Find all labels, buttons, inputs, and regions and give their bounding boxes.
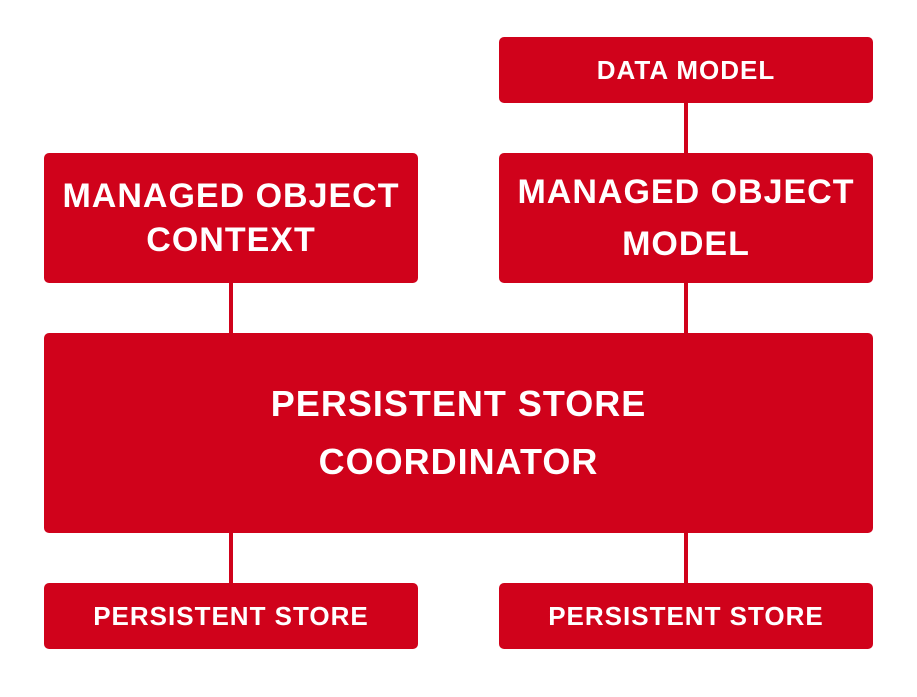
data-model-box: DATA MODEL — [499, 37, 873, 103]
persistent-store-right-label: PERSISTENT STORE — [548, 600, 824, 631]
persistent-store-coordinator-label: PERSISTENT STORE COORDINATOR — [270, 383, 647, 482]
connector-data-model-to-managed-object-model — [684, 103, 688, 153]
managed-object-context-box: MANAGED OBJECT CONTEXT — [44, 153, 418, 283]
managed-object-context-label: MANAGED OBJECT CONTEXT — [62, 177, 400, 259]
persistent-store-left-box: PERSISTENT STORE — [44, 583, 418, 649]
persistent-store-right-box: PERSISTENT STORE — [499, 583, 873, 649]
connector-coordinator-to-store-left — [229, 533, 233, 583]
persistent-store-left-label: PERSISTENT STORE — [93, 600, 369, 631]
persistent-store-coordinator-box: PERSISTENT STORE COORDINATOR — [44, 333, 873, 533]
managed-object-model-box: MANAGED OBJECT MODEL — [499, 153, 873, 283]
connector-model-to-coordinator — [684, 283, 688, 333]
connector-context-to-coordinator — [229, 283, 233, 333]
connector-coordinator-to-store-right — [684, 533, 688, 583]
managed-object-model-label: MANAGED OBJECT MODEL — [517, 173, 855, 263]
data-model-label: DATA MODEL — [596, 54, 776, 85]
